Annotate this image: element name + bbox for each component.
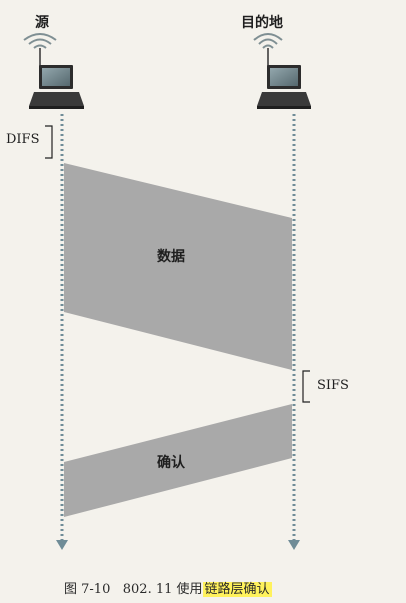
source-timeline-arrow-icon [56, 540, 68, 550]
data-frame [64, 163, 292, 370]
source-label: 源 [35, 15, 49, 31]
destination-laptop-icon [253, 33, 311, 109]
data-frame-label: 数据 [157, 249, 185, 265]
source-laptop-icon [23, 33, 84, 109]
caption-highlight: 链路层确认 [202, 582, 272, 597]
sifs-bracket [302, 370, 310, 403]
caption-text: 802. 11 使用 [122, 582, 203, 597]
figure-caption: 图 7-10 802. 11 使用链路层确认 [64, 578, 272, 597]
ack-frame-label: 确认 [157, 455, 185, 471]
difs-label: DIFS [6, 132, 40, 147]
destination-label: 目的地 [241, 15, 283, 31]
caption-figure-number: 图 7-10 [64, 582, 111, 597]
difs-bracket [45, 125, 53, 159]
ack-frame [64, 404, 292, 517]
sifs-label: SIFS [317, 378, 349, 393]
destination-timeline-arrow-icon [288, 540, 300, 550]
